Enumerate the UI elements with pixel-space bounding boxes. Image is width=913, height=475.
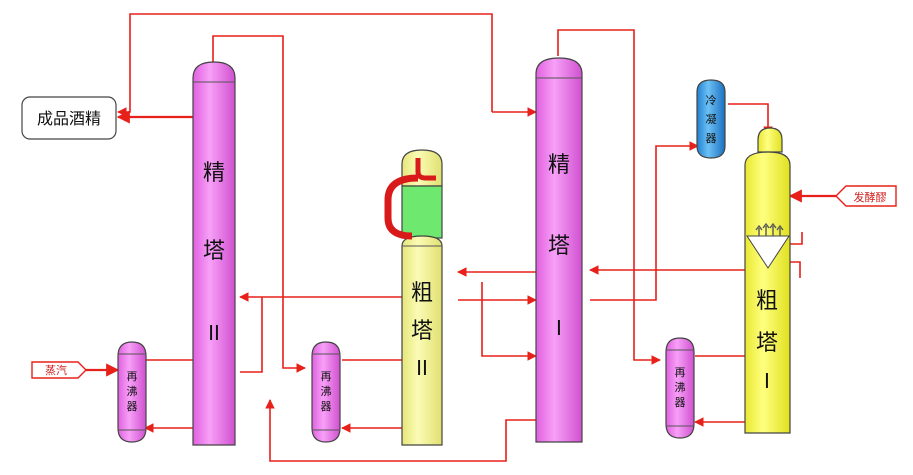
flow-line-bottom-loop <box>265 399 536 462</box>
reboiler-2-char-2: 沸 <box>321 385 332 398</box>
crude-column-ii: 粗 塔 II <box>384 149 443 446</box>
refining-ii-char-2: 塔 <box>203 239 225 264</box>
crude-i-char-2: 塔 <box>756 331 778 356</box>
crude-column-i: 粗 塔 I <box>744 127 791 434</box>
crude-ii-char-2: 塔 <box>411 319 433 344</box>
flow-line-refining-ii-top <box>212 35 306 373</box>
feed-tag: 发酵醪 <box>835 185 897 207</box>
refining-i-char-1: 精 <box>548 153 570 178</box>
product-label: 成品酒精 <box>37 109 101 128</box>
crude-i-numeral: I <box>764 369 770 393</box>
flow-line-crude-i-b <box>590 141 699 301</box>
reboiler-3-char-3: 器 <box>675 396 686 409</box>
reboiler-3-char-2: 沸 <box>675 381 686 394</box>
reboiler-1: 再 沸 器 <box>117 341 147 443</box>
crude-i-distributor <box>746 235 790 269</box>
steam-tag: 蒸汽 <box>31 361 87 379</box>
flow-line-top-return <box>117 13 493 117</box>
reboiler-1-char-3: 器 <box>127 400 138 413</box>
reboiler-1-char-2: 沸 <box>127 385 138 398</box>
condenser-char-3: 器 <box>706 132 717 145</box>
flow-line-refining-i-top <box>557 29 661 365</box>
flow-line-crude-ii-c <box>481 282 537 361</box>
refining-column-ii: 精 塔 II <box>192 61 236 446</box>
refining-column-i: 精 塔 I <box>535 57 583 443</box>
crude-ii-side-pipe <box>384 174 419 240</box>
condenser-char-2: 凝 <box>706 112 717 126</box>
flow-lines <box>84 13 836 462</box>
product-box: 成品酒精 <box>21 96 117 140</box>
feed-label: 发酵醪 <box>854 190 887 204</box>
crude-ii-numeral: II <box>416 356 428 380</box>
reboiler-2: 再 沸 器 <box>311 341 341 443</box>
condenser: 冷 凝 器 <box>696 79 726 159</box>
reboiler-3: 再 沸 器 <box>665 337 695 439</box>
crude-i-char-1: 粗 <box>756 289 778 314</box>
reboiler-2-char-3: 器 <box>321 400 332 413</box>
flow-line-mid-left-2 <box>240 297 263 373</box>
refining-ii-char-1: 精 <box>203 161 225 186</box>
refining-i-char-2: 塔 <box>548 234 570 259</box>
crude-ii-vapor-pipe <box>415 158 436 181</box>
steam-label: 蒸汽 <box>45 363 67 377</box>
flow-line-condenser-top <box>728 103 773 136</box>
reboiler-2-char-1: 再 <box>321 370 332 383</box>
condenser-char-1: 冷 <box>706 94 717 107</box>
reboiler-3-char-1: 再 <box>675 366 686 379</box>
refining-i-numeral: I <box>556 316 562 340</box>
crude-i-nozzles <box>755 222 784 236</box>
reboiler-1-char-1: 再 <box>127 370 138 383</box>
crude-ii-char-1: 粗 <box>411 281 433 306</box>
refining-ii-numeral: II <box>208 321 220 345</box>
